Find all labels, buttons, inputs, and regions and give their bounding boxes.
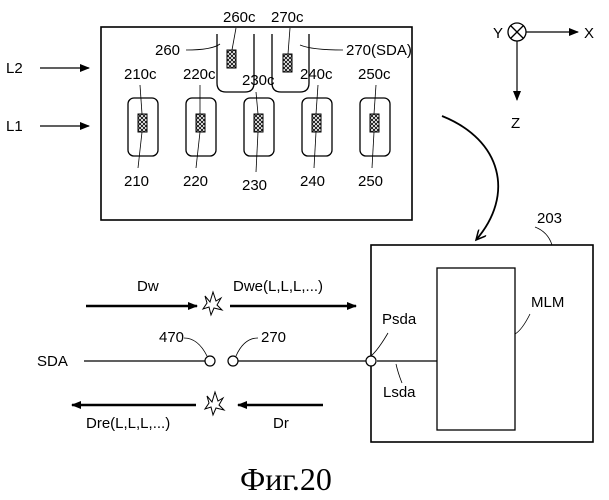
pad-psda-leader — [371, 333, 388, 356]
pad-220-top-label: 220c — [183, 66, 216, 83]
terminal-470-leader — [184, 338, 207, 356]
write-expanded-label: Dwe(L,L,L,...) — [233, 278, 323, 295]
pad-270-side-label: 270(SDA) — [346, 42, 412, 59]
device-ref-leader — [535, 227, 552, 245]
pad-240-bottom-label: 240 — [300, 173, 325, 190]
terminal-470 — [205, 356, 215, 366]
row-label-l1: L1 — [6, 118, 23, 135]
pad-260-top-label: 260c — [223, 9, 256, 26]
device-ref-label: 203 — [537, 210, 562, 227]
curved-arrow — [442, 116, 498, 240]
memory-block — [437, 268, 515, 430]
pad-230-top-label: 230c — [242, 72, 275, 89]
pad-psda — [366, 356, 376, 366]
terminal-470-label: 470 — [159, 329, 184, 346]
sda-line-label: SDA — [37, 353, 68, 370]
pad-230-bottom-label: 230 — [242, 177, 267, 194]
terminal-270-label: 270 — [261, 329, 286, 346]
memory-leader — [515, 314, 530, 334]
pad-270-top-label: 270c — [271, 9, 304, 26]
pad-250-bottom-label: 250 — [358, 173, 383, 190]
pad-220-bottom-label: 220 — [183, 173, 208, 190]
pad-240 — [302, 85, 332, 168]
pad-260-side-label: 260 — [155, 42, 180, 59]
memory-label: MLM — [531, 294, 564, 311]
read-in-label: Dr — [273, 415, 289, 432]
axis-x-label: X — [584, 25, 594, 42]
read-expanded-label: Dre(L,L,L,...) — [86, 415, 170, 432]
row-label-l2: L2 — [6, 60, 23, 77]
axis-y-label: Y — [493, 25, 503, 42]
pad-210-top-label: 210c — [124, 66, 157, 83]
pad-250 — [360, 85, 390, 168]
pad-210-bottom-label: 210 — [124, 173, 149, 190]
pad-psda-label: Psda — [382, 311, 417, 328]
pad-240-top-label: 240c — [300, 66, 333, 83]
axis-y-into-page-icon — [508, 23, 526, 41]
terminal-270 — [228, 356, 238, 366]
pad-230 — [244, 92, 274, 172]
write-in-label: Dw — [137, 278, 159, 295]
pad-220 — [186, 85, 216, 168]
pad-210 — [128, 85, 158, 168]
write-spark-icon — [203, 292, 222, 315]
lsda-leader — [396, 364, 402, 383]
axis-z-label: Z — [511, 115, 520, 132]
read-spark-icon — [205, 392, 224, 415]
lsda-label: Lsda — [383, 384, 416, 401]
pad-250-top-label: 250c — [358, 66, 391, 83]
device-203-frame — [371, 245, 593, 442]
terminal-270-leader — [236, 338, 258, 356]
figure-caption: Фиг.20 — [240, 461, 332, 497]
